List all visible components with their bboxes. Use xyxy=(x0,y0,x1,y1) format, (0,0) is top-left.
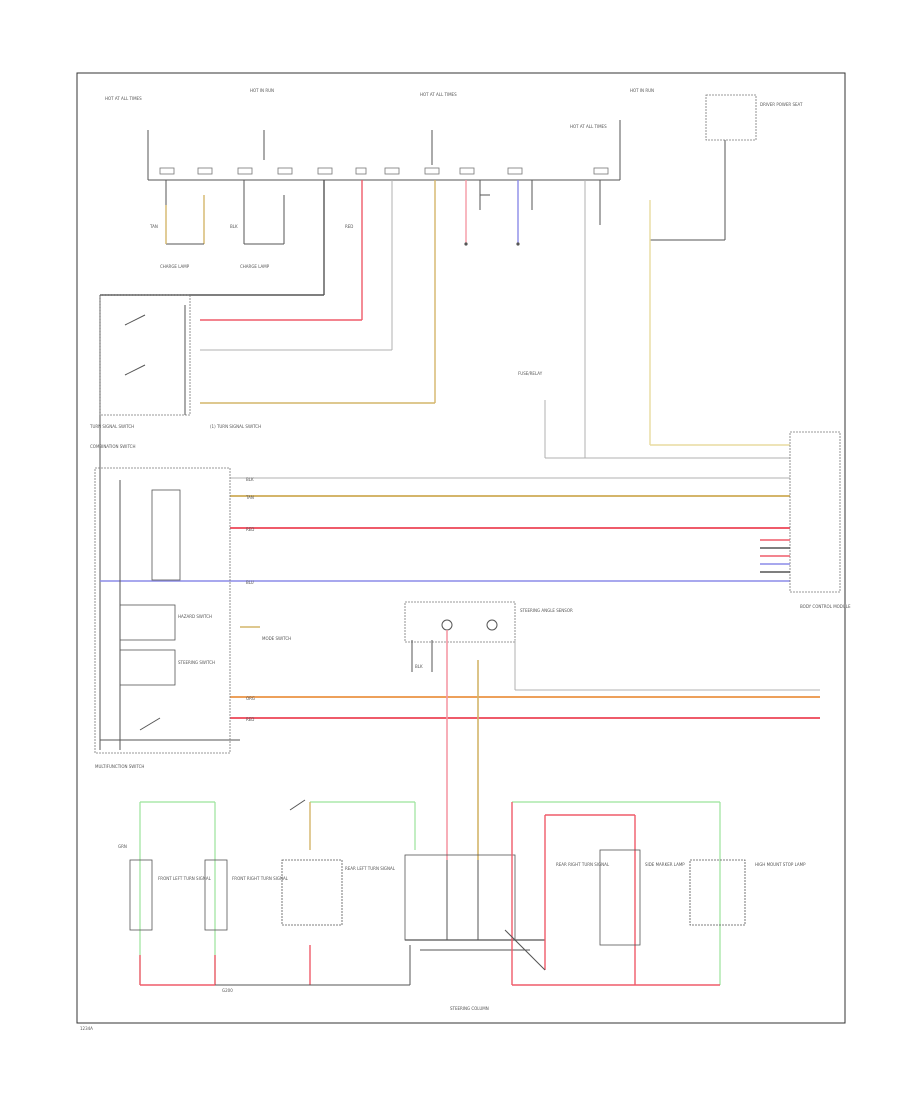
fuse-relay-label: FUSE/RELAY xyxy=(518,371,543,376)
body-control-module xyxy=(760,431,841,593)
svg-text:BLK: BLK xyxy=(230,224,238,229)
svg-text:DRIVER POWER SEAT: DRIVER POWER SEAT xyxy=(760,102,803,107)
top-power-bus xyxy=(147,120,621,181)
frame-code: 1234A xyxy=(80,1026,93,1031)
mode-switch-label: MODE SWITCH xyxy=(262,636,291,641)
hazard-switch-label: HAZARD SWITCH xyxy=(178,614,212,619)
top-fuse-a-label: HOT IN RUN xyxy=(250,88,274,93)
right-conn-3-label: HIGH MOUNT STOP LAMP xyxy=(755,862,806,867)
lamp-left-label: CHARGE LAMP xyxy=(160,264,190,269)
center-ground-block xyxy=(404,854,545,951)
multifunction-switch xyxy=(94,467,231,754)
svg-text:TAN: TAN xyxy=(245,495,254,500)
top-left-label: HOT AT ALL TIMES xyxy=(105,96,142,101)
svg-text:GRN: GRN xyxy=(118,844,127,849)
steering-switch-label: STEERING SWITCH xyxy=(178,660,215,665)
left-conn-1-label: FRONT LEFT TURN SIGNAL xyxy=(158,876,212,881)
center-module-label: STEERING ANGLE SENSOR xyxy=(520,608,573,613)
svg-text:ORG: ORG xyxy=(246,696,255,701)
right-conn-2-label: SIDE MARKER LAMP xyxy=(645,862,685,867)
driver-seat-box: DRIVER POWER SEAT xyxy=(650,94,803,241)
bottom-left-ground: G200 xyxy=(222,988,233,993)
right-drops xyxy=(544,180,790,459)
left-conn-2-label: FRONT RIGHT TURN SIGNAL xyxy=(232,876,289,881)
turn-signal-switch xyxy=(99,294,191,416)
top-drops xyxy=(99,180,325,750)
lamp-right-label: CHARGE LAMP xyxy=(240,264,270,269)
svg-text:RED: RED xyxy=(345,224,353,229)
trunk-wires xyxy=(446,630,479,860)
right-conn-1-label: REAR RIGHT TURN SIGNAL xyxy=(556,862,610,867)
top-fuse-c-label: HOT IN RUN xyxy=(630,88,654,93)
svg-text:RED: RED xyxy=(246,527,254,532)
svg-text:RED: RED xyxy=(246,717,254,722)
svg-text:BLU: BLU xyxy=(246,580,254,585)
mid-conn-label: REAR LEFT TURN SIGNAL xyxy=(345,866,396,871)
svg-text:TAN: TAN xyxy=(149,224,158,229)
left-switch-2-label: COMBINATION SWITCH xyxy=(90,444,135,449)
center-ground-label: STEERING COLUMN xyxy=(450,1006,489,1011)
top-fuse-b-label: HOT AT ALL TIMES xyxy=(420,92,457,97)
bcm-label: BODY CONTROL MODULE xyxy=(800,604,851,609)
red-feed xyxy=(200,180,436,404)
svg-text:BLK: BLK xyxy=(415,664,423,669)
ground-note: (1) TURN SIGNAL SWITCH xyxy=(210,424,261,429)
rear-left-lamp-group xyxy=(281,799,416,986)
steering-angle-sensor xyxy=(404,601,820,691)
relay-stubs xyxy=(464,180,533,246)
multifunction-label: MULTIFUNCTION SWITCH xyxy=(95,764,144,769)
wire-color-tags: TAN BLK RED BLK TAN RED BLU ORG RED GRN … xyxy=(118,224,423,849)
front-turn-lamps xyxy=(129,801,300,986)
top-right-label: HOT AT ALL TIMES xyxy=(570,124,607,129)
svg-text:BLK: BLK xyxy=(246,477,254,482)
middle-bus-wires xyxy=(100,477,820,741)
rear-right-lamp-group xyxy=(504,801,746,986)
diagram-frame xyxy=(76,72,846,1024)
left-switch-label: TURN SIGNAL SWITCH xyxy=(89,424,134,429)
